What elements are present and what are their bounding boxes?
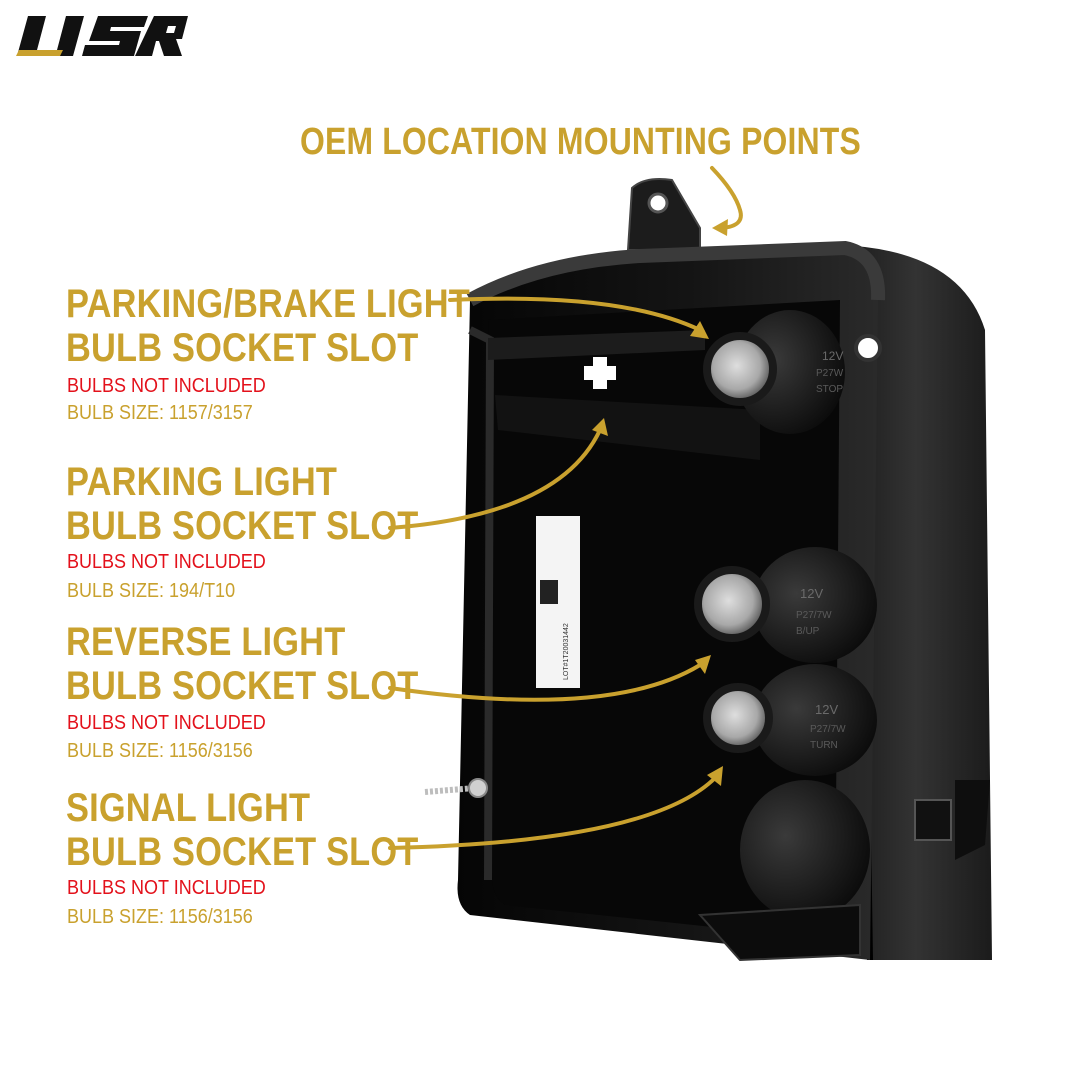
socket-4-title-line1: SIGNAL LIGHT	[66, 786, 311, 830]
socket-3-note: BULBS NOT INCLUDED	[67, 712, 266, 734]
mid-socket-function: B/UP	[796, 626, 820, 637]
socket-2-title-line2: BULB SOCKET SLOT	[66, 504, 419, 548]
socket-3-size: BULB SIZE: 1156/3156	[67, 740, 253, 762]
socket-1-size: BULB SIZE: 1157/3157	[67, 402, 253, 424]
top-socket-wattage: P27W	[816, 368, 844, 379]
socket-4-note: BULBS NOT INCLUDED	[67, 877, 266, 899]
mid-socket-wattage: P27/7W	[796, 610, 832, 621]
socket-4-size: BULB SIZE: 1156/3156	[67, 906, 253, 928]
low-socket-voltage: 12V	[815, 702, 838, 717]
low-socket-wattage: P27/7W	[810, 724, 846, 735]
low-socket-function: TURN	[810, 740, 838, 751]
top-socket-voltage: 12V	[822, 349, 843, 363]
socket-1-note: BULBS NOT INCLUDED	[67, 375, 266, 397]
top-socket-function: STOP	[816, 384, 843, 395]
socket-3-title-line2: BULB SOCKET SLOT	[66, 664, 419, 708]
socket-4-title-line2: BULB SOCKET SLOT	[66, 830, 419, 874]
usr-logo	[16, 16, 188, 56]
socket-2-title-line1: PARKING LIGHT	[66, 460, 338, 504]
socket-2-size: BULB SIZE: 194/T10	[67, 580, 236, 602]
socket-2-note: BULBS NOT INCLUDED	[67, 551, 266, 573]
sticker-code: LOT#1T20031442	[563, 623, 570, 680]
socket-1-title-line1: PARKING/BRAKE LIGHT	[66, 282, 470, 326]
mid-socket-voltage: 12V	[800, 586, 823, 601]
socket-1-title-line2: BULB SOCKET SLOT	[66, 326, 419, 370]
mounting-points-heading: OEM LOCATION MOUNTING POINTS	[300, 121, 861, 163]
socket-3-title-line1: REVERSE LIGHT	[66, 620, 346, 664]
